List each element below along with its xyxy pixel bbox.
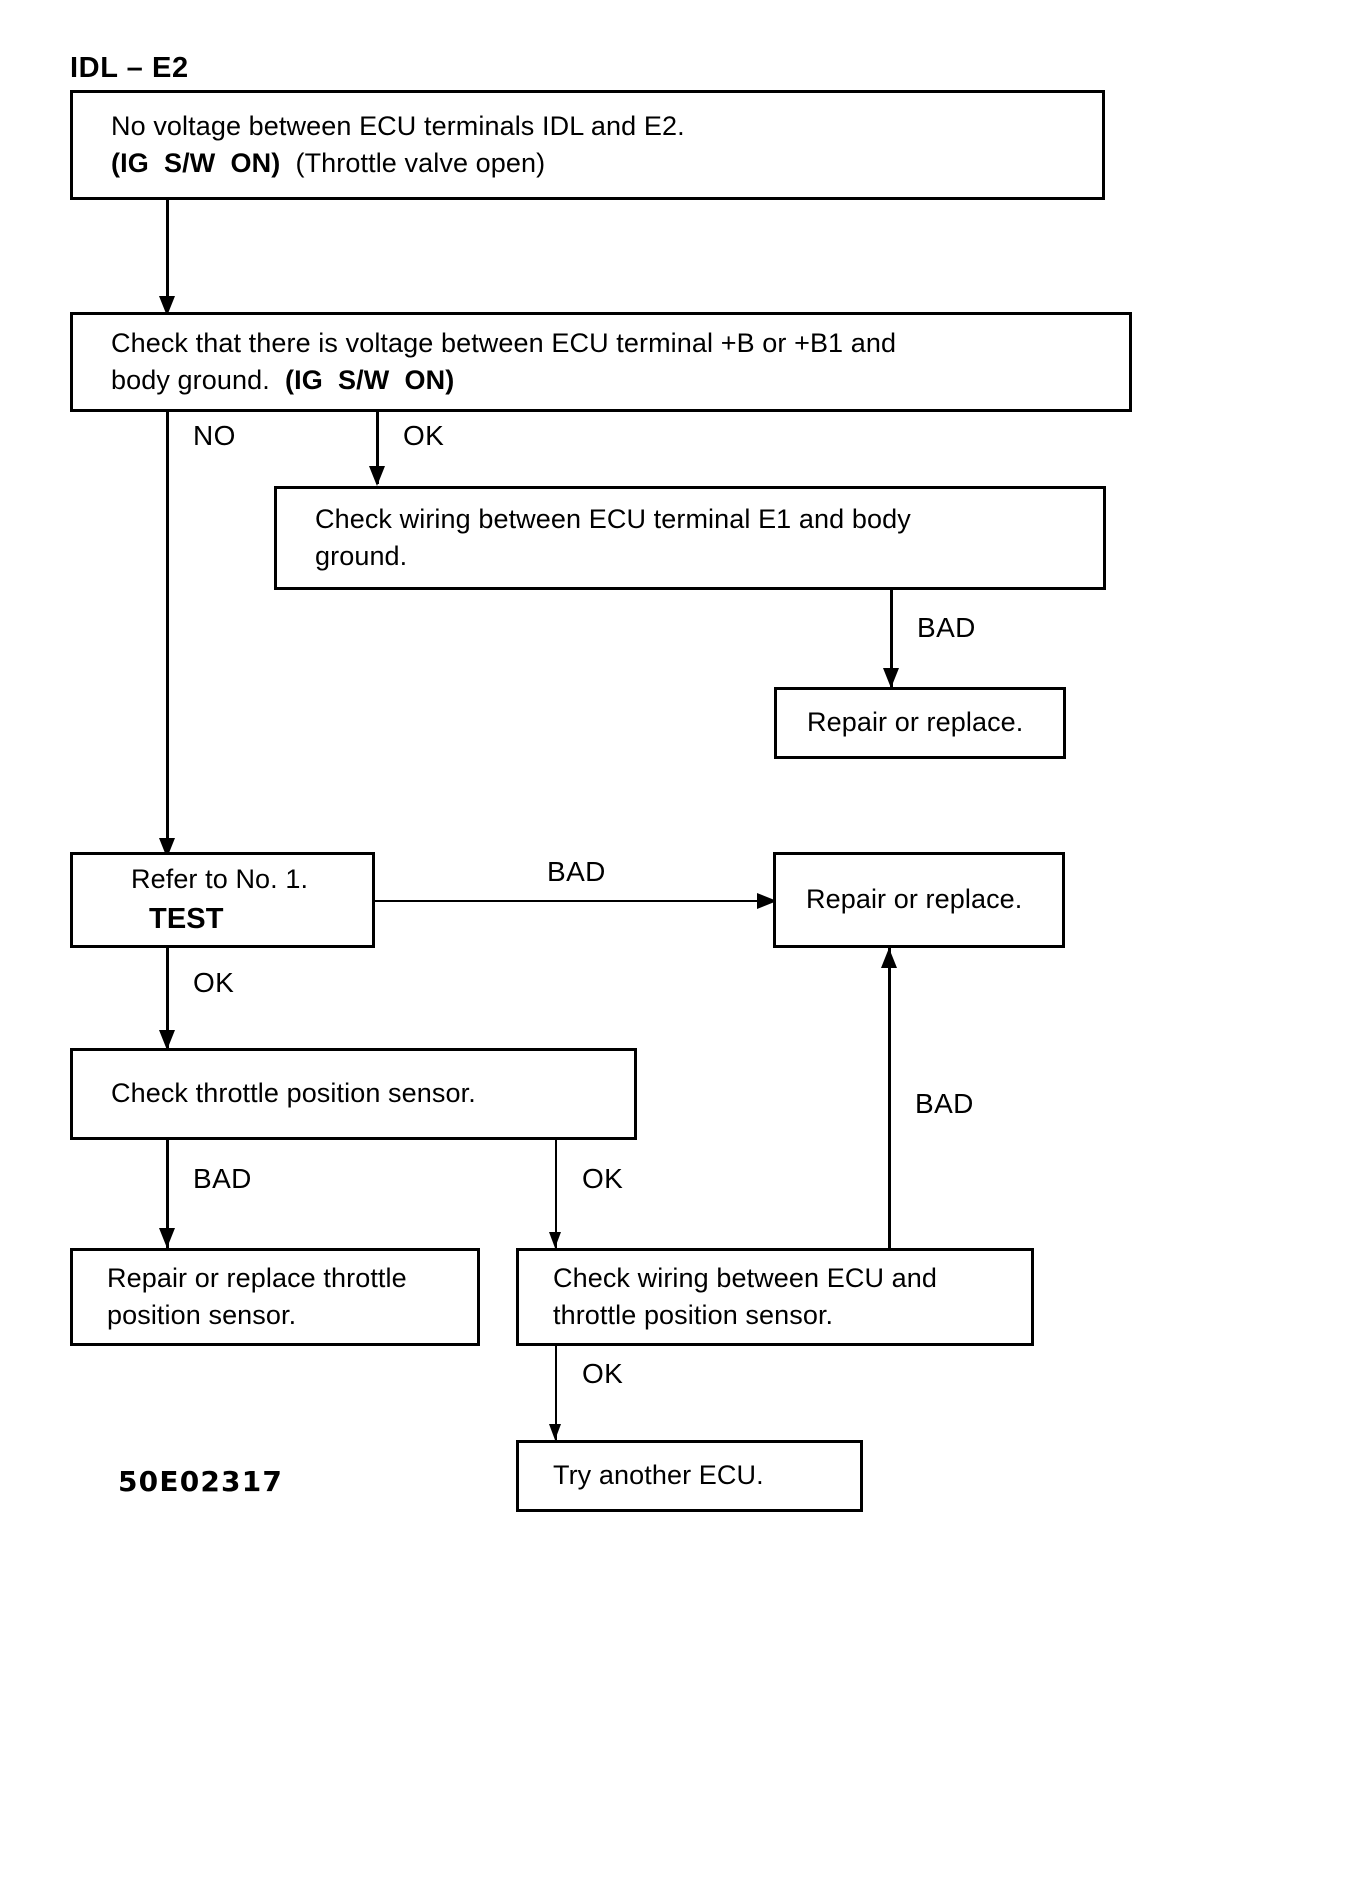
node-symptom-line-2-rest: (Throttle valve open)	[280, 148, 546, 178]
edge-label-checkb-ok: OK	[403, 420, 445, 451]
arrowhead-tps-ok	[549, 1232, 561, 1248]
node-symptom-line-2: (IG S/W ON) (Throttle valve open)	[111, 145, 1102, 182]
node-try-ecu: Try another ECU.	[516, 1440, 863, 1512]
node-check-tps-wiring-line-1: Check wiring between ECU and	[553, 1262, 937, 1293]
connector-test-ok	[166, 948, 169, 1054]
arrowhead-symptom-to-checkb	[159, 296, 175, 316]
node-check-e1-wiring: Check wiring between ECU terminal E1 and…	[274, 486, 1106, 590]
page-title: IDL – E2	[70, 52, 189, 84]
node-check-e1-wiring-line-2: ground.	[315, 541, 408, 571]
node-check-b-voltage-line-2-bold: (IG S/W ON)	[285, 365, 455, 395]
node-check-tps: Check throttle position sensor.	[70, 1048, 637, 1140]
edge-label-test-ok: OK	[193, 967, 235, 998]
edge-label-wiring-bad: BAD	[915, 1088, 974, 1119]
node-refer-test-line-2: TEST	[149, 902, 224, 935]
connector-test-bad	[375, 900, 773, 902]
node-repair-replace-1: Repair or replace.	[774, 687, 1066, 759]
connector-tps-bad	[166, 1140, 169, 1250]
node-check-e1-wiring-line-1: Check wiring between ECU terminal E1 and…	[315, 503, 911, 534]
edge-label-test-bad: BAD	[547, 856, 606, 887]
node-repair-replace-1-line-1: Repair or replace.	[807, 707, 1024, 738]
node-repair-tps-line-1: Repair or replace throttle	[107, 1262, 407, 1293]
node-symptom: No voltage between ECU terminals IDL and…	[70, 90, 1105, 200]
node-check-tps-wiring: Check wiring between ECU and throttle po…	[516, 1248, 1034, 1346]
connector-e1-bad	[890, 590, 893, 690]
arrowhead-wiring-bad	[881, 948, 897, 968]
node-symptom-line-1: No voltage between ECU terminals IDL and…	[111, 110, 685, 141]
node-check-b-voltage-line-1: Check that there is voltage between ECU …	[111, 327, 897, 358]
node-refer-test: Refer to No. 1. TEST	[70, 852, 375, 948]
node-repair-tps: Repair or replace throttle position sens…	[70, 1248, 480, 1346]
arrowhead-tps-bad	[159, 1228, 175, 1248]
arrowhead-checkb-ok	[369, 466, 385, 486]
arrowhead-wiring-ok	[549, 1424, 561, 1440]
connector-wiring-bad	[888, 948, 891, 1248]
arrowhead-e1-bad	[883, 668, 899, 688]
node-repair-replace-2-line-1: Repair or replace.	[806, 884, 1023, 915]
connector-tps-ok	[555, 1140, 557, 1250]
edge-label-e1-bad: BAD	[917, 612, 976, 643]
edge-label-checkb-no: NO	[193, 420, 236, 451]
connector-symptom-to-checkb	[166, 200, 169, 308]
node-repair-tps-line-2: position sensor.	[107, 1300, 297, 1330]
figure-number: 50E02317	[118, 1465, 284, 1498]
node-check-b-voltage: Check that there is voltage between ECU …	[70, 312, 1132, 412]
edge-label-wiring-ok: OK	[582, 1358, 624, 1389]
node-check-b-voltage-line-2-rest: body ground.	[111, 365, 286, 395]
connector-wiring-ok	[555, 1346, 557, 1442]
node-symptom-line-2-bold: (IG S/W ON)	[111, 148, 281, 178]
node-refer-test-line-1: Refer to No. 1.	[131, 864, 309, 895]
node-repair-replace-2: Repair or replace.	[773, 852, 1065, 948]
edge-label-tps-ok: OK	[582, 1163, 624, 1194]
connector-checkb-ok	[376, 412, 379, 484]
edge-label-tps-bad: BAD	[193, 1163, 252, 1194]
node-check-b-voltage-line-2: body ground. (IG S/W ON)	[111, 362, 1129, 399]
arrowhead-test-bad	[757, 893, 777, 909]
arrowhead-test-ok	[159, 1030, 175, 1050]
connector-checkb-no	[166, 412, 169, 852]
node-check-tps-line-1: Check throttle position sensor.	[111, 1078, 476, 1109]
node-try-ecu-line-1: Try another ECU.	[553, 1460, 764, 1491]
node-check-tps-wiring-line-2: throttle position sensor.	[553, 1300, 834, 1330]
